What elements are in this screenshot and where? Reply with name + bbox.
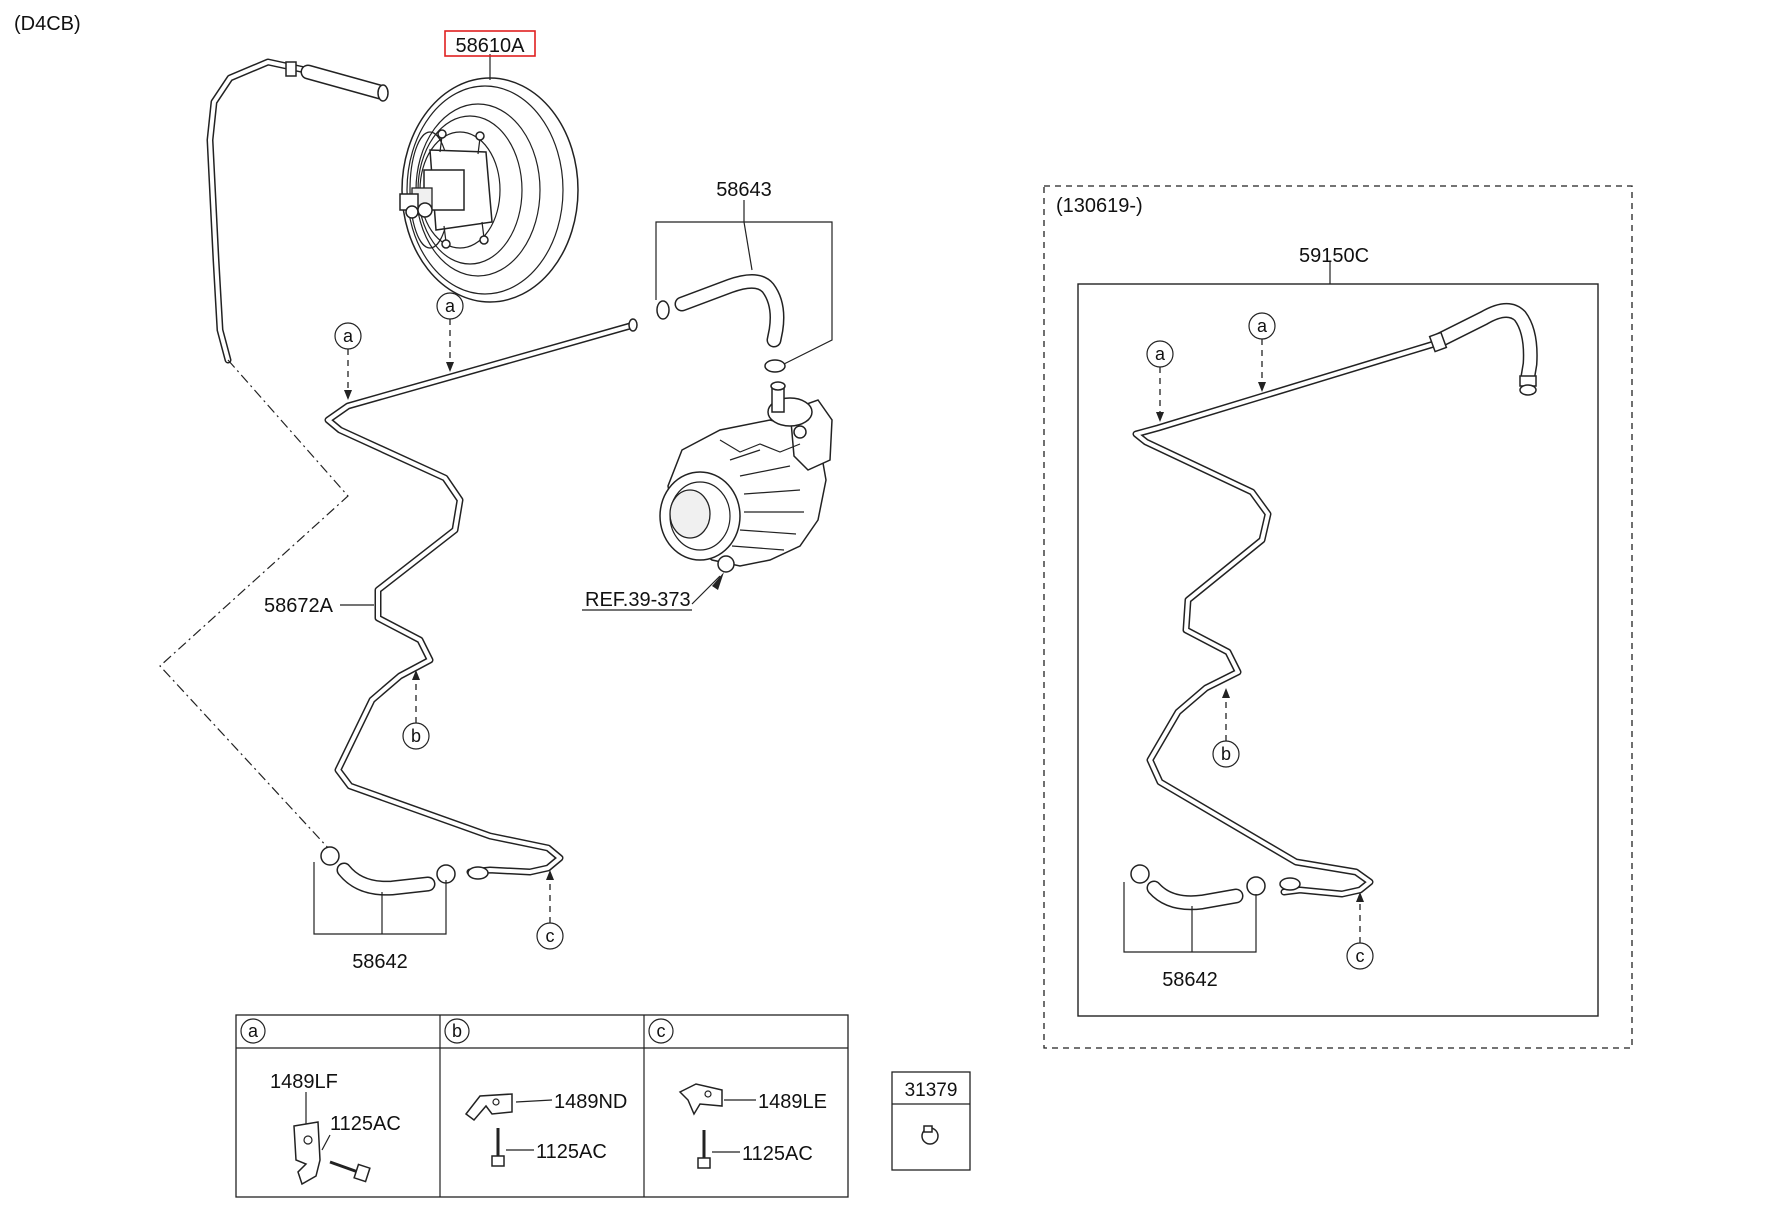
inset-assembly-part-number[interactable]: 59150C	[1299, 245, 1369, 267]
callout-b-left[interactable]: b	[402, 670, 430, 750]
bolt-a-part-number[interactable]: 1125AC	[330, 1113, 401, 1135]
clip-b-icon[interactable]	[464, 1093, 513, 1122]
tube-main-part-number[interactable]: 58672A	[264, 595, 334, 617]
callout-a-inset-left[interactable]: a	[1146, 340, 1174, 422]
inset-assembly-frame	[1077, 283, 1599, 1017]
callout-a-inset-top[interactable]: a	[1248, 312, 1276, 392]
bolt-b-icon[interactable]	[491, 1128, 505, 1167]
clip-a-part-number[interactable]: 1489LF	[270, 1071, 338, 1093]
clip-a-icon[interactable]	[293, 1121, 321, 1186]
clip-c-part-number[interactable]: 1489LE	[758, 1091, 827, 1113]
hose-58642-left-bracket	[313, 862, 447, 935]
detail-cell-a-header: a	[240, 1018, 266, 1044]
ref-leader	[691, 575, 721, 605]
svg-text:a: a	[1257, 316, 1268, 336]
inset-dashed-frame	[1043, 185, 1633, 1049]
inset-top-hose[interactable]	[1428, 303, 1538, 396]
hose-58643-part-number[interactable]: 58643	[716, 179, 772, 201]
callout-a-top[interactable]: a	[436, 292, 464, 372]
booster-label-highlight	[444, 30, 536, 57]
callout-a-left[interactable]: a	[334, 322, 362, 400]
svg-text:a: a	[343, 326, 354, 346]
vacuum-hose-leader	[159, 359, 349, 851]
clip-b-leader	[515, 1099, 553, 1103]
inset-vacuum-tube[interactable]	[1132, 340, 1438, 898]
hose-58642-right-part-number[interactable]: 58642	[1162, 969, 1218, 991]
callout-c-inset[interactable]: c	[1346, 892, 1374, 970]
clip-c-icon[interactable]	[678, 1083, 723, 1116]
ref-arrow	[712, 572, 724, 590]
svg-text:c: c	[546, 926, 555, 946]
bolt-a-leader	[321, 1134, 331, 1151]
alternator-vacuum-pump[interactable]	[659, 381, 833, 573]
svg-text:b: b	[1221, 744, 1231, 764]
bolt-c-part-number[interactable]: 1125AC	[742, 1143, 813, 1165]
brake-booster[interactable]	[399, 77, 579, 303]
svg-text:b: b	[452, 1021, 462, 1041]
hose-58642-right[interactable]	[1130, 864, 1301, 911]
detail-cell-c-header: c	[648, 1018, 674, 1044]
hose-58642-left[interactable]	[320, 846, 489, 896]
svg-text:a: a	[1155, 344, 1166, 364]
hose-58643-bracket	[655, 221, 833, 365]
callout-b-inset[interactable]: b	[1212, 688, 1240, 768]
clip-kit-box	[891, 1071, 971, 1171]
hose-58643[interactable]	[656, 274, 786, 373]
engine-code-label: (D4CB)	[14, 13, 81, 35]
booster-vacuum-hose[interactable]	[206, 58, 389, 364]
clip-kit-icon[interactable]	[921, 1125, 939, 1145]
callout-c-left[interactable]: c	[536, 870, 564, 950]
hose-58643-leader-2	[743, 221, 753, 271]
vacuum-tube-main[interactable]	[324, 318, 638, 876]
clip-b-part-number[interactable]: 1489ND	[554, 1091, 627, 1113]
svg-text:a: a	[445, 296, 456, 316]
hose-58642-right-bracket	[1123, 882, 1257, 953]
ref-alternator-label[interactable]: REF.39-373	[585, 589, 691, 611]
svg-text:b: b	[411, 726, 421, 746]
svg-text:c: c	[1356, 946, 1365, 966]
booster-part-number[interactable]: 58610A	[456, 35, 526, 57]
bolt-b-part-number[interactable]: 1125AC	[536, 1141, 607, 1163]
hose-58642-left-part-number[interactable]: 58642	[352, 951, 408, 973]
detail-cell-b-header: b	[444, 1018, 470, 1044]
clip-kit-part-number[interactable]: 31379	[905, 1080, 958, 1101]
bolt-c-icon[interactable]	[697, 1130, 711, 1169]
detail-table	[235, 1014, 849, 1198]
svg-text:c: c	[657, 1021, 666, 1041]
inset-date-label: (130619-)	[1056, 195, 1143, 217]
bolt-a-icon[interactable]	[329, 1160, 371, 1183]
svg-text:a: a	[248, 1021, 259, 1041]
